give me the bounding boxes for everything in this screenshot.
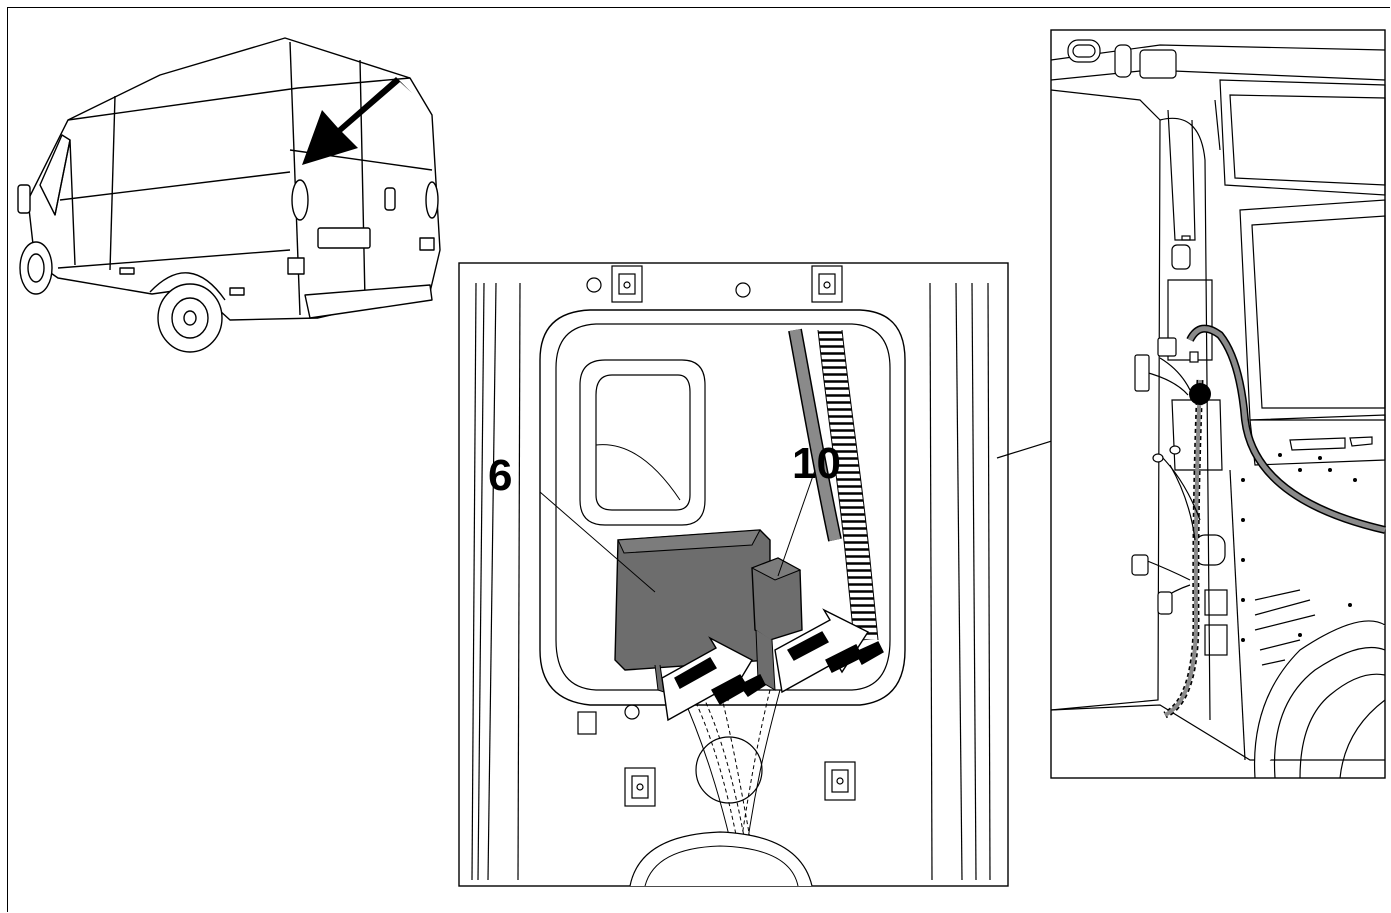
van-rear-view-icon	[17, 37, 441, 353]
callout-label-6: 6	[488, 451, 512, 500]
insert-direction-arrow-icon	[661, 636, 766, 722]
location-marker	[1189, 383, 1211, 405]
interior-view-panel	[1050, 29, 1386, 779]
figure-frame	[7, 7, 1390, 912]
direction-arrow-icon	[302, 77, 412, 165]
callout-label-10: 10	[792, 439, 841, 488]
control-module-6	[614, 529, 771, 693]
insert-direction-arrow-icon	[774, 608, 884, 694]
detail-panel: 6 10	[458, 262, 1009, 887]
